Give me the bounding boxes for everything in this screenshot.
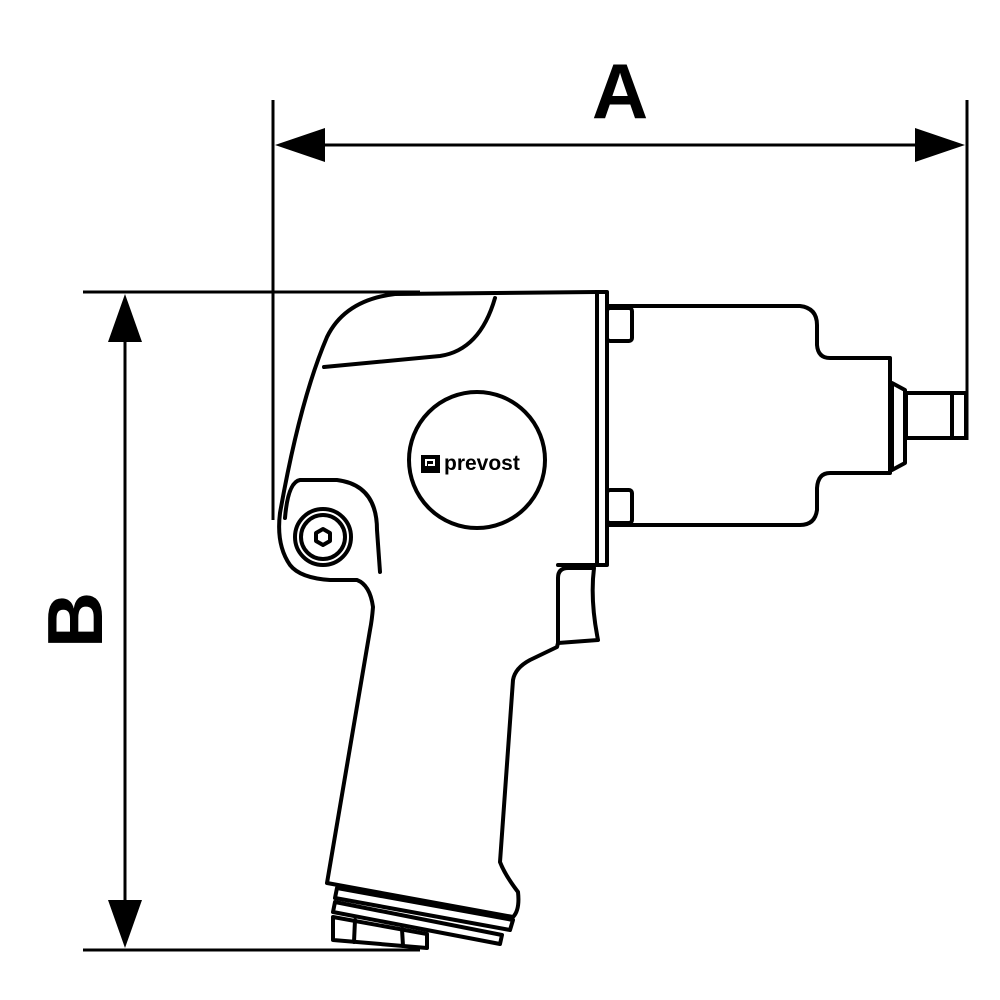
fitting-ring-1 [333,886,515,932]
housing-outline [277,290,599,919]
prevost-logo-icon [421,455,440,473]
arrowhead-down-icon [108,900,142,948]
hex-socket-icon [314,527,332,547]
air-inlet-fitting [331,886,515,950]
bolt-top [605,306,634,343]
arrowhead-left-icon [275,128,325,162]
dimension-label-a: A [592,47,648,135]
logo-text: prevost [444,452,520,475]
reverse-valve-inner [299,513,347,561]
motor-section [605,304,968,527]
anvil-ring [950,391,968,440]
pivot-cover-contour [283,478,382,574]
dimension-a: A [271,47,969,520]
bolt-bottom [605,488,634,525]
tool-housing: prevost [277,290,609,919]
trigger [556,566,600,645]
nut-flat-2 [400,927,405,948]
arrowhead-right-icon [915,128,965,162]
inlet-nut [331,915,429,950]
motor-housing [605,304,892,527]
nut-flat-1 [352,918,357,944]
front-plate [595,290,609,567]
anvil-square-drive [904,391,954,440]
reverse-valve-outer [293,507,353,567]
fitting-ring-2 [331,900,504,946]
logo-badge [407,390,547,530]
dimension-b: B [31,290,420,952]
arrowhead-up-icon [108,294,142,342]
anvil-collar [890,381,907,472]
dimension-label-b: B [31,592,119,648]
top-grip-contour [322,296,497,369]
